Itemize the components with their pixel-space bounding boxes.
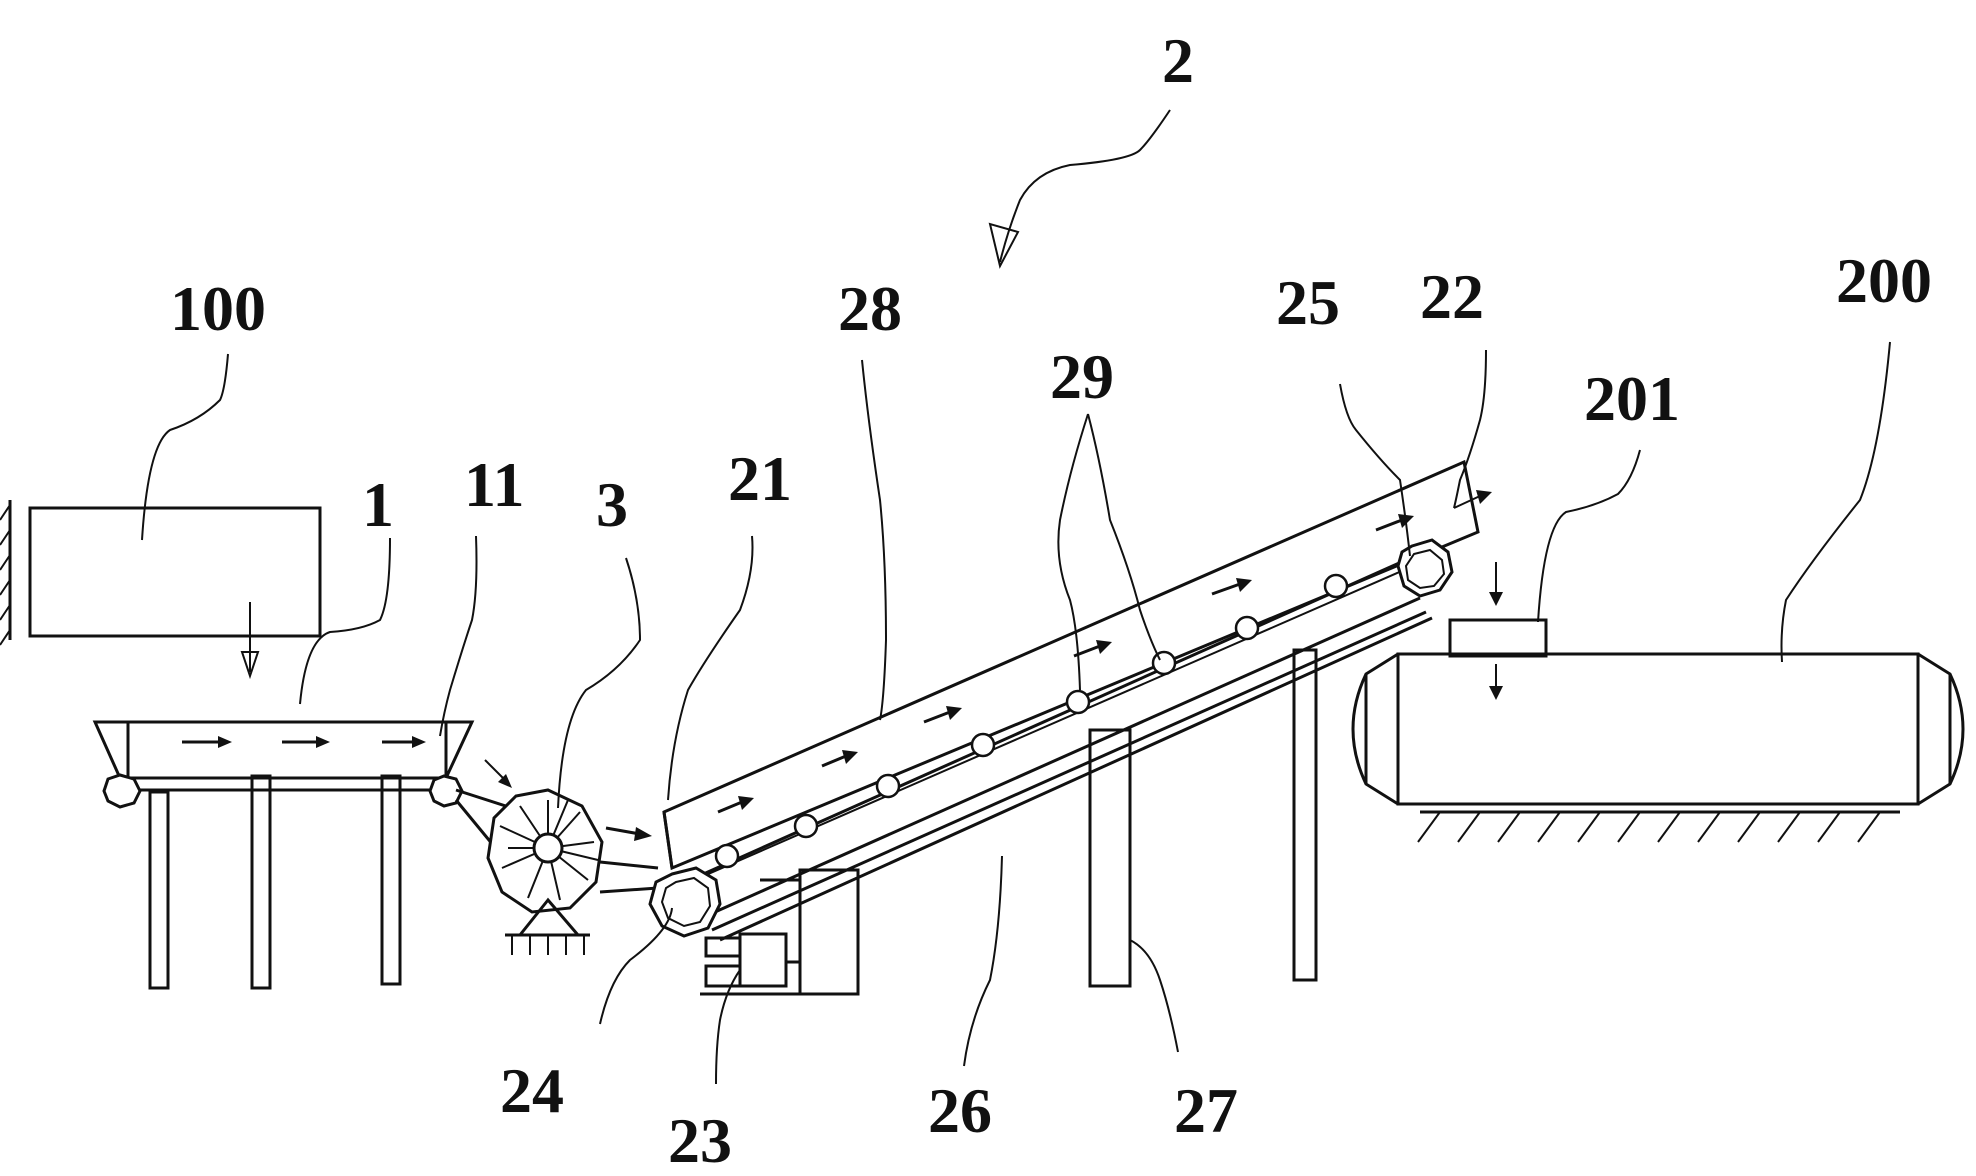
label-3: 3: [596, 469, 628, 540]
inclined-conveyor-2: [648, 459, 1492, 996]
feed-conveyor-1: [92, 720, 512, 990]
label-26: 26: [928, 1075, 992, 1146]
label-100: 100: [170, 273, 266, 344]
label-21: 21: [728, 443, 792, 514]
part-labels: 2 100 1 11 3 21 28 29 25 22 200 201 24 2…: [170, 25, 1932, 1176]
label-27: 27: [1174, 1075, 1238, 1146]
receiving-tank-200: [1351, 562, 1965, 843]
label-11: 11: [464, 449, 524, 520]
source-unit-100: [0, 500, 322, 680]
label-201: 201: [1584, 363, 1680, 434]
crusher-3: [454, 788, 659, 955]
label-24: 24: [500, 1055, 564, 1126]
label-29: 29: [1050, 341, 1114, 412]
label-1: 1: [362, 469, 394, 540]
label-23: 23: [668, 1105, 732, 1176]
leader-lines: [141, 109, 1891, 1085]
label-28: 28: [838, 273, 902, 344]
label-2: 2: [1162, 25, 1194, 96]
label-200: 200: [1836, 245, 1932, 316]
label-25: 25: [1276, 267, 1340, 338]
label-22: 22: [1420, 261, 1484, 332]
